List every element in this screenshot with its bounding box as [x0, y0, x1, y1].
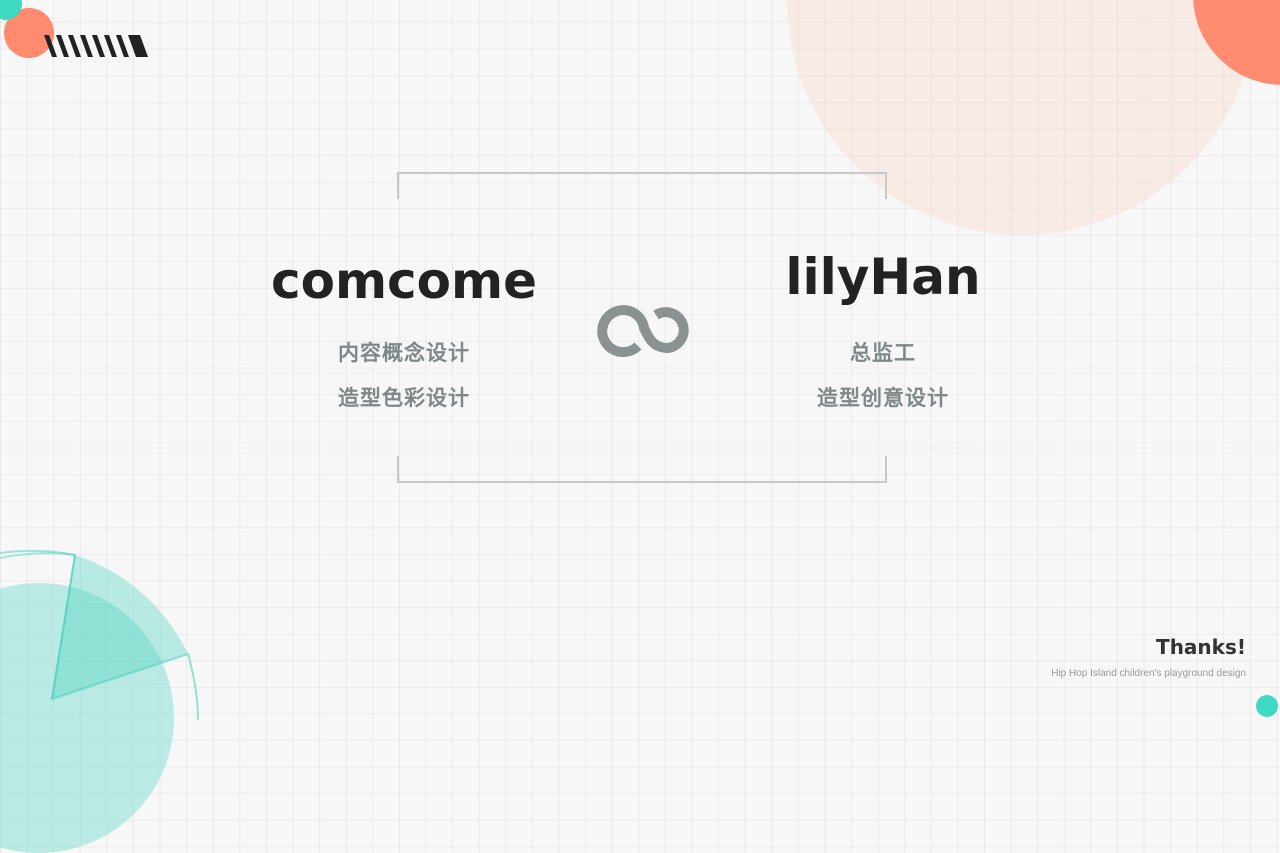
teal-circle-bottom-right	[1256, 695, 1278, 717]
infinity-icon	[597, 305, 689, 358]
right-person-name: lilyHan	[785, 248, 981, 306]
top-bracket-frame	[397, 172, 887, 199]
pale-pink-circle-decoration	[787, 0, 1257, 235]
right-person-role-1: 总监工	[850, 341, 916, 365]
project-subtitle: Hip Hop Island children's playground des…	[1051, 668, 1246, 679]
left-person-name: comcome	[270, 252, 538, 310]
teal-circle-top-left	[0, 0, 22, 20]
left-person-role-2: 造型色彩设计	[338, 386, 470, 410]
left-person-role-1: 内容概念设计	[338, 341, 470, 365]
teal-sector-outline-decoration	[0, 549, 199, 720]
diagonal-stripes-decoration	[44, 35, 148, 57]
thanks-heading: Thanks!	[1156, 635, 1246, 659]
bottom-bracket-frame	[397, 456, 887, 483]
right-person-role-2: 造型创意设计	[817, 386, 949, 410]
